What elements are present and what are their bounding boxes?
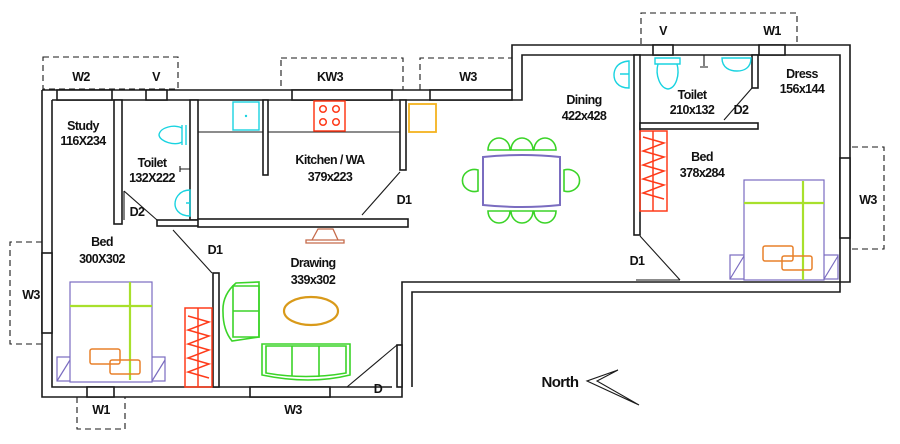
- room-bed-right-size: 378x284: [680, 166, 725, 180]
- door-d1-kitchen-swing: [361, 171, 401, 216]
- compass-label: North: [542, 374, 579, 391]
- bed-right-icon: [729, 179, 839, 281]
- label-w3-right: W3: [859, 193, 877, 207]
- window-box-w3-right: [852, 146, 885, 250]
- room-toilet-left-size: 132X222: [129, 171, 175, 185]
- window-v-left: [145, 89, 168, 101]
- window-w1-top: [758, 44, 786, 56]
- label-kw3: KW3: [317, 70, 344, 84]
- label-d1-bed-left: D1: [208, 243, 223, 257]
- window-w3-top: [429, 89, 513, 101]
- wall-toilet-right-bottom: [639, 122, 759, 130]
- room-bed-left-size: 300X302: [79, 252, 125, 266]
- window-v-right: [652, 44, 674, 56]
- window-w3-right: [839, 157, 851, 239]
- wall-drawing-left: [212, 272, 220, 388]
- window-box-w2-v: [42, 56, 179, 90]
- label-w3-top: W3: [459, 70, 477, 84]
- room-drawing-size: 339x302: [291, 273, 336, 287]
- label-w3-bottom: W3: [284, 403, 302, 417]
- fixtures: [158, 55, 752, 244]
- bed-left-icon: [56, 281, 166, 383]
- wall-kitchen-right: [399, 99, 407, 171]
- room-dining-size: 422x428: [562, 109, 607, 123]
- dining-table-icon: [461, 137, 581, 224]
- toilet-wc-right-icon: [654, 57, 681, 90]
- outer-wall: [41, 44, 851, 398]
- wall-kitchen-bottom: [197, 218, 409, 228]
- outer-wall-inner-right: [52, 54, 841, 387]
- kitchen-partition-stub: [262, 99, 269, 176]
- partition-toilet-kitchen: [189, 99, 199, 221]
- shower-right-icon: [700, 55, 708, 68]
- door-d1-bedroom-swing: [639, 235, 681, 281]
- wall-toilet-dress: [751, 54, 759, 89]
- door-d2-right-swing: [723, 87, 753, 121]
- label-d1-bed-right: D1: [630, 254, 645, 268]
- label-w2: W2: [72, 70, 90, 84]
- walls: [41, 44, 851, 398]
- label-w3-left: W3: [22, 288, 40, 302]
- window-w3-left: [41, 252, 53, 334]
- room-kitchen-name: Kitchen / WA: [295, 153, 365, 167]
- label-d2-left: D2: [130, 205, 145, 219]
- door-d1-bed-swing: [172, 229, 213, 274]
- labels: W2 V KW3 W3 V W1 W3 W3 W1 W3 Study 116X2…: [22, 24, 878, 417]
- room-drawing-name: Drawing: [290, 256, 335, 270]
- window-w3-bottom: [249, 386, 331, 398]
- window-w1-bottom: [86, 386, 115, 398]
- washbasin-dining-icon: [613, 60, 630, 89]
- fridge-icon: [408, 103, 437, 133]
- room-bed-left-name: Bed: [91, 235, 113, 249]
- label-v-right: V: [659, 24, 668, 38]
- partition-study-toilet: [113, 99, 123, 225]
- doors: [123, 87, 753, 388]
- door-d2-left-swing: [123, 190, 158, 221]
- window-box-w3-left: [9, 241, 42, 345]
- room-toilet-right-name: Toilet: [678, 88, 708, 102]
- window-kw3: [291, 89, 393, 101]
- room-toilet-right-size: 210x132: [670, 103, 715, 117]
- room-study-name: Study: [67, 119, 99, 133]
- room-toilet-left-name: Toilet: [138, 156, 168, 170]
- toilet-wc-icon: [158, 125, 187, 145]
- label-w1-top: W1: [763, 24, 781, 38]
- room-dress-size: 156x144: [780, 82, 825, 96]
- window-box-w1-bottom: [76, 397, 126, 430]
- label-v-left: V: [152, 70, 161, 84]
- window-box-v-w1: [640, 12, 798, 44]
- wardrobe-left-icon: [184, 307, 213, 388]
- kitchen-sink-icon: [232, 101, 260, 131]
- room-dress-name: Dress: [786, 67, 818, 81]
- label-d1-kitchen: D1: [397, 193, 412, 207]
- room-dining-name: Dining: [566, 93, 601, 107]
- washbasin-left-icon: [174, 189, 191, 217]
- window-box-w3-top: [419, 57, 512, 90]
- cooktop-icon: [313, 100, 346, 132]
- door-entry-swing: [346, 344, 398, 388]
- north-arrow-icon: [585, 369, 640, 406]
- label-w1-bottom: W1: [92, 403, 110, 417]
- room-kitchen-size: 379x223: [308, 170, 353, 184]
- washbasin-right-icon: [721, 57, 752, 72]
- label-d2-right: D2: [734, 103, 749, 117]
- label-d-entry: D: [374, 382, 383, 396]
- room-bed-right-name: Bed: [691, 150, 713, 164]
- wardrobe-right-icon: [639, 130, 668, 212]
- window-projections: [9, 12, 885, 430]
- hood-icon: [305, 228, 345, 244]
- shower-left-icon: [179, 166, 190, 172]
- wall-entry-stub: [396, 344, 403, 388]
- coffee-table-icon: [282, 295, 340, 327]
- room-study-size: 116X234: [60, 134, 106, 148]
- window-w2: [56, 89, 113, 101]
- sofa-icon: [222, 281, 351, 381]
- wall-dining-bedroom: [633, 54, 641, 236]
- sink-drain: [244, 114, 248, 118]
